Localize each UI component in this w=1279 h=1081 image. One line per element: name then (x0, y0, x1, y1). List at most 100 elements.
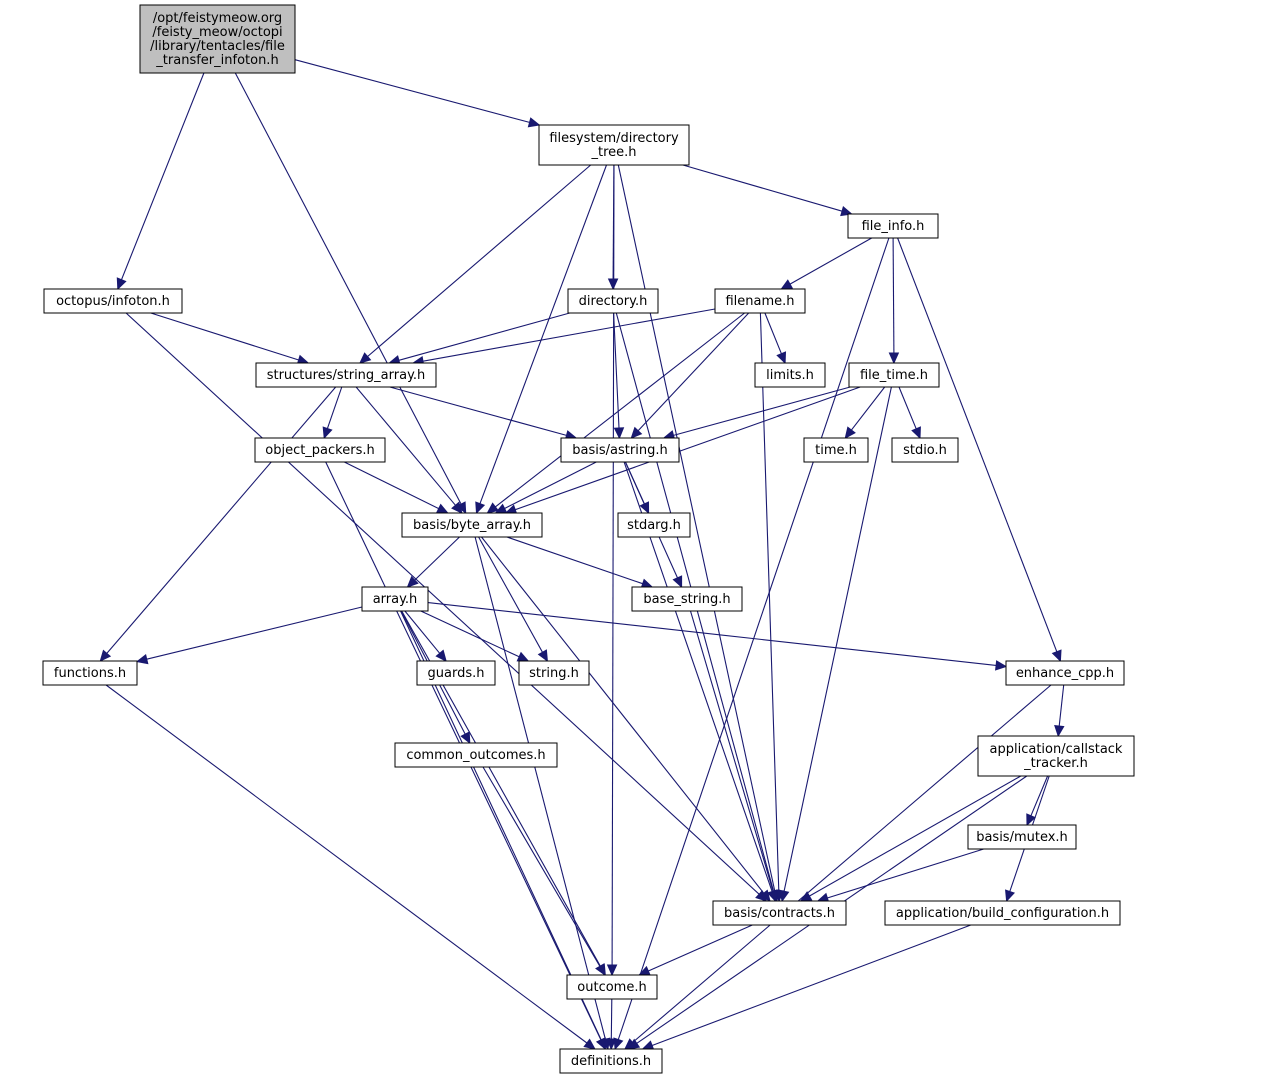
edge-line (294, 59, 530, 123)
node-filename[interactable]: filename.h (714, 288, 806, 314)
edges-layer (99, 59, 1065, 1051)
node-box (394, 742, 558, 768)
edge-line (105, 684, 588, 1044)
node-label: stdio.h (903, 443, 947, 458)
node-astring[interactable]: basis/astring.h (560, 437, 680, 463)
node-box (560, 437, 680, 463)
edge-fileinfo-to-filename (780, 237, 872, 290)
edge-enhance-to-callstack (1054, 684, 1065, 738)
node-fileinfo[interactable]: file_info.h (847, 213, 939, 239)
arrowhead-icon (840, 206, 853, 217)
node-filetime[interactable]: file_time.h (848, 362, 940, 388)
node-box (361, 586, 429, 612)
edge-root-to-infoton (116, 72, 205, 291)
edge-line (809, 775, 1022, 897)
edge-line (479, 164, 608, 504)
edge-filename-to-strarray (411, 308, 716, 367)
node-functions[interactable]: functions.h (42, 660, 138, 686)
edge-bytearray-to-basestring (506, 536, 654, 589)
edge-filename-to-astring (630, 312, 750, 439)
node-label: /feisty_meow/octopi (152, 25, 282, 40)
node-definitions[interactable]: definitions.h (559, 1048, 663, 1074)
node-box (567, 288, 659, 314)
node-buildcfg[interactable]: application/build_configuration.h (884, 900, 1121, 926)
node-label: array.h (373, 592, 418, 607)
arrowhead-icon (606, 964, 618, 977)
node-enhance[interactable]: enhance_cpp.h (1005, 660, 1125, 686)
edge-line (125, 312, 760, 895)
arrowhead-icon (596, 1037, 606, 1051)
edge-strarray-to-bytearray (355, 386, 463, 514)
arrowhead-icon (630, 426, 643, 439)
node-box (254, 437, 386, 463)
edge-line (897, 237, 1058, 652)
edge-line (892, 237, 895, 354)
node-limits: limits.h (754, 362, 826, 388)
arrowhead-icon (322, 426, 333, 440)
edge-line (637, 312, 750, 432)
edge-buildcfg-to-definitions (641, 924, 971, 1051)
node-callstack[interactable]: application/callstack_tracker.h (977, 735, 1135, 777)
edge-bytearray-to-stringh (478, 536, 549, 663)
edge-line (420, 610, 520, 658)
edge-line (504, 461, 597, 509)
arrowhead-icon (516, 651, 530, 662)
node-root[interactable]: /opt/feistymeow.org/feisty_meow/octopi/l… (139, 4, 296, 74)
edge-filetime-to-stdio (898, 386, 921, 440)
node-mutex[interactable]: basis/mutex.h (967, 824, 1077, 850)
edge-strarray-to-functions (99, 386, 337, 662)
node-label: filename.h (725, 294, 794, 309)
edge-line (120, 72, 205, 280)
edge-line (850, 386, 886, 431)
node-directory[interactable]: directory.h (567, 288, 659, 314)
arrowhead-icon (99, 649, 112, 662)
node-box (631, 586, 743, 612)
edge-line (673, 386, 851, 436)
node-stringh: string.h (518, 660, 590, 686)
edge-line (474, 536, 606, 1040)
edge-line (414, 536, 460, 581)
node-box (617, 512, 691, 538)
edge-line (398, 312, 570, 361)
edge-line (1058, 684, 1065, 727)
node-label: limits.h (766, 368, 814, 383)
node-outcome[interactable]: outcome.h (566, 974, 658, 1000)
arrowhead-icon (116, 277, 127, 291)
node-basestring[interactable]: base_string.h (631, 586, 743, 612)
node-array[interactable]: array.h (361, 586, 429, 612)
node-objpack[interactable]: object_packers.h (254, 437, 386, 463)
arrowhead-icon (613, 427, 625, 440)
edge-line (404, 610, 441, 654)
node-infoton[interactable]: octopus/infoton.h (43, 288, 183, 314)
node-box (803, 437, 869, 463)
node-label: functions.h (54, 666, 126, 681)
arrowhead-icon (486, 502, 499, 514)
node-bytearray[interactable]: basis/byte_array.h (401, 512, 543, 538)
edge-line (613, 312, 620, 429)
node-common[interactable]: common_outcomes.h (394, 742, 558, 768)
edge-array-to-stringh (420, 610, 530, 662)
node-contracts[interactable]: basis/contracts.h (712, 900, 847, 926)
node-label: basis/byte_array.h (413, 518, 531, 533)
edge-fileinfo-to-filetime (888, 237, 900, 365)
node-dirtree[interactable]: filesystem/directory_tree.h (538, 124, 690, 166)
node-box (884, 900, 1121, 926)
arrowhead-icon (406, 575, 419, 588)
node-box (712, 900, 847, 926)
node-label: /library/tentacles/file (150, 39, 285, 54)
edge-filetime-to-contracts (779, 386, 892, 903)
edge-line (355, 386, 456, 506)
node-strarray[interactable]: structures/string_array.h (255, 362, 437, 388)
edge-line (389, 386, 567, 436)
edge-astring-to-bytearray (494, 461, 597, 514)
node-box (891, 437, 959, 463)
node-label: application/callstack (990, 742, 1123, 757)
arrowhead-icon (911, 426, 921, 440)
edge-line (344, 461, 439, 510)
node-guards[interactable]: guards.h (416, 660, 496, 686)
edge-bytearray-to-contracts (481, 536, 771, 902)
arrowhead-icon (641, 1040, 655, 1051)
node-label: stdarg.h (627, 518, 681, 533)
node-label: base_string.h (643, 592, 730, 607)
